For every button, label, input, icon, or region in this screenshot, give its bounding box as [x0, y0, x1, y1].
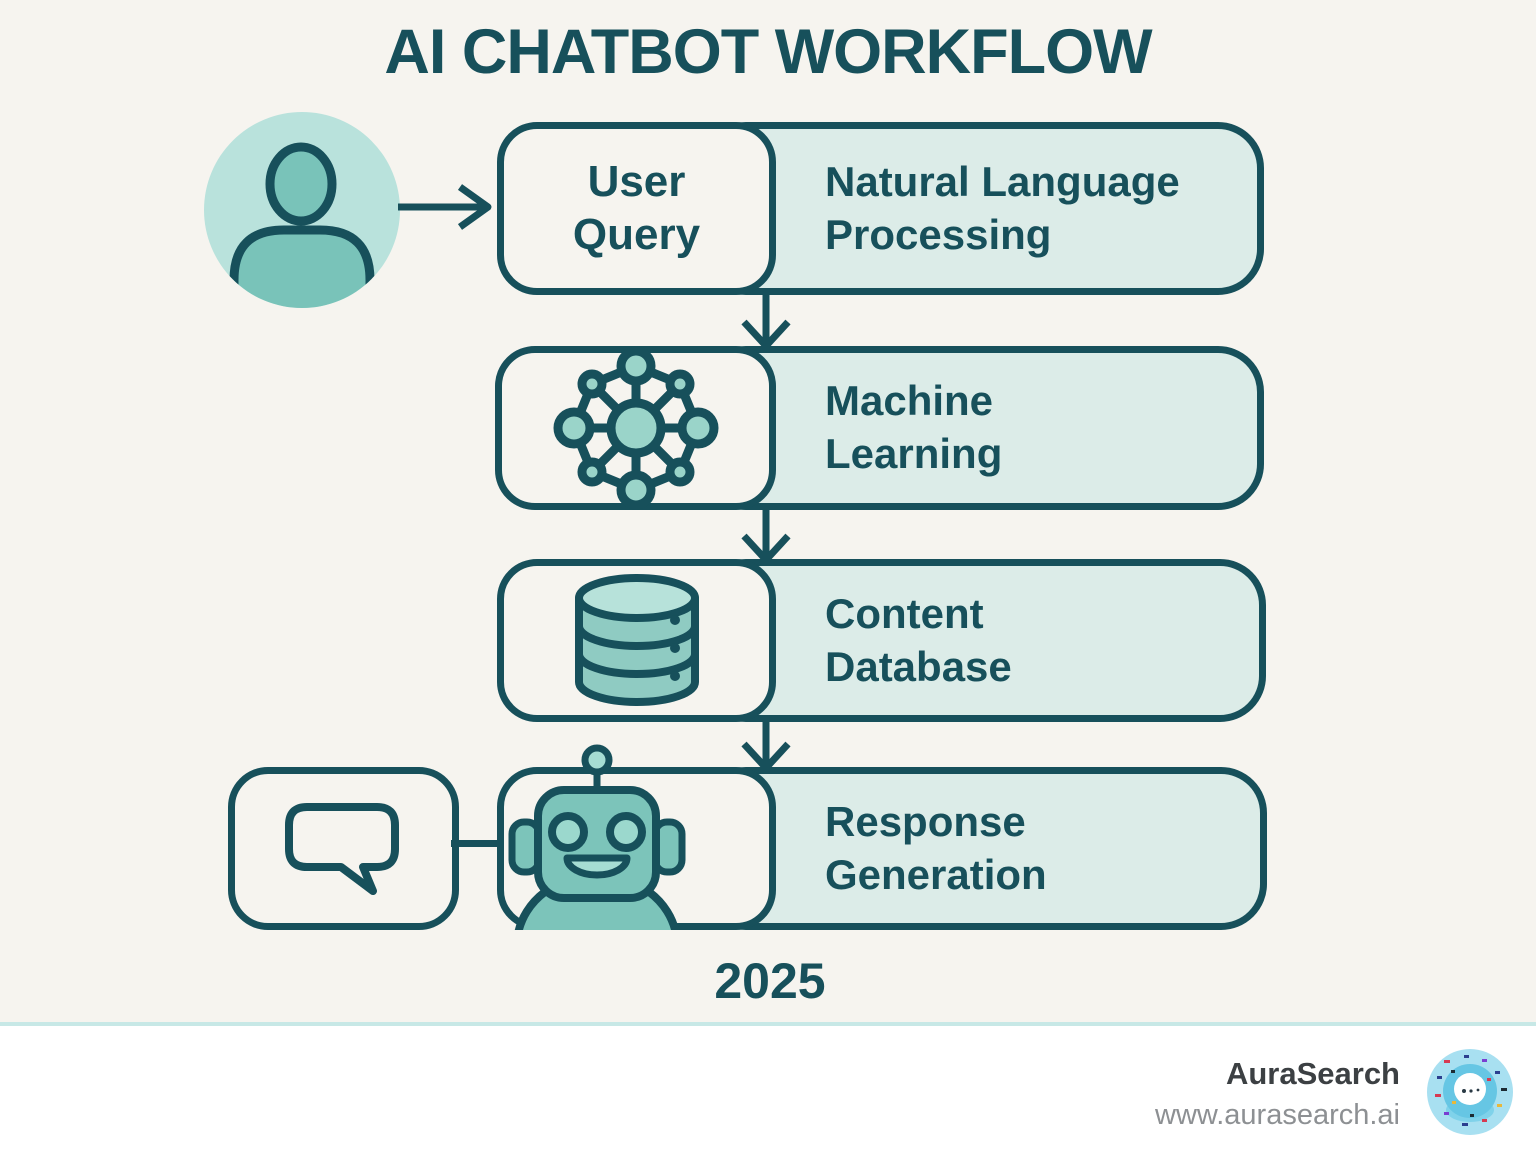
network-icon: [553, 346, 718, 510]
content-database-box: Content Database: [700, 559, 1266, 722]
user-avatar-icon: [204, 112, 400, 308]
footer: [0, 1026, 1536, 1154]
user-query-box: User Query: [497, 122, 776, 295]
brand-name: AuraSearch: [1225, 1056, 1400, 1091]
machine-learning-label: Machine Learning: [825, 377, 1003, 477]
year-label: 2025: [714, 953, 826, 1009]
robot-icon: [508, 744, 686, 930]
footer-divider: [0, 1022, 1536, 1026]
response-generation-label: Response Generation: [825, 797, 1047, 898]
chat-bubble-icon: [284, 802, 399, 895]
arrow-right-icon: [398, 184, 492, 230]
arrow-down-icon: [741, 292, 791, 350]
chat-output-box: [228, 767, 459, 930]
machine-learning-box: Machine Learning: [700, 346, 1264, 510]
response-generation-box: Response Generation: [700, 767, 1267, 930]
brand-block: AuraSearch www.aurasearch.ai: [1155, 1056, 1400, 1132]
machine-learning-icon-box: [495, 346, 776, 510]
database-icon: [574, 573, 699, 706]
aura-logo: [1427, 1049, 1513, 1135]
user-query-label: User Query: [572, 156, 701, 259]
brand-url: www.aurasearch.ai: [1155, 1099, 1400, 1131]
nlp-process-box: Natural Language Processing: [700, 122, 1264, 295]
nlp-process-label: Natural Language Processing: [825, 157, 1180, 258]
page-title: AI CHATBOT WORKFLOW: [384, 17, 1152, 87]
content-database-label: Content Database: [825, 589, 1012, 690]
connector-line: [451, 840, 503, 847]
content-database-icon-box: [497, 559, 776, 722]
